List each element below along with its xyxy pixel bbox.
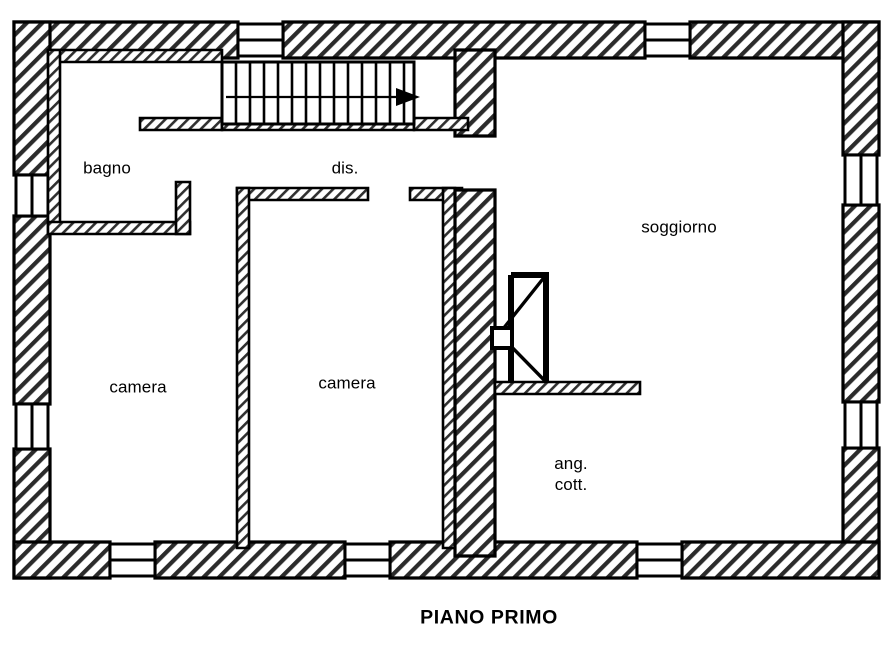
room-label-dis: dis. (331, 158, 359, 178)
window-top-left (236, 22, 285, 58)
staircase-direction-arrow (226, 88, 420, 106)
window-left-upper (14, 173, 50, 218)
window-bottom-1 (108, 542, 157, 578)
wall-central-spine (453, 188, 497, 558)
wall-left-middle (12, 214, 52, 406)
wall-camera2-right (441, 186, 457, 550)
wall-corridor-bottom-right (412, 116, 470, 132)
plan-title: PIANO PRIMO (420, 606, 558, 629)
wall-pier-upper (453, 48, 497, 138)
room-label-camera-2: camera (318, 373, 376, 393)
wall-bottom-3 (388, 540, 639, 580)
staircase (220, 60, 420, 126)
wall-stair-landing-stub (138, 116, 224, 132)
room-label-bagno: bagno (83, 158, 131, 178)
wall-camera2-left (235, 186, 251, 550)
wall-bottom-4 (680, 540, 881, 580)
staircase-outline (220, 60, 416, 126)
window-right-upper (843, 153, 879, 207)
wall-camera2-top-left (235, 186, 370, 202)
room-label-camera-1: camera (109, 377, 167, 397)
perimeter-walls (12, 20, 881, 580)
window-left-lower (14, 402, 50, 451)
wall-bagno-door-jamb (174, 180, 192, 236)
wall-bagno-left-stub (46, 48, 62, 234)
wall-right-middle (841, 203, 881, 404)
wall-right-upper (841, 20, 881, 157)
room-label-soggiorno: soggiorno (641, 217, 717, 237)
wall-left-upper (12, 20, 52, 177)
wall-bottom-1 (12, 540, 112, 580)
wall-kitchen-divider (493, 380, 642, 396)
interior-walls (46, 48, 642, 558)
staircase-treads (234, 62, 406, 124)
window-right-lower (843, 400, 879, 450)
room-label-ang-cott: ang. cott. (554, 453, 588, 494)
wall-bagno-bottom (46, 220, 192, 236)
window-top-right (643, 22, 692, 58)
fireplace-flue-square (490, 326, 514, 350)
window-bottom-2 (343, 542, 392, 578)
openings (14, 22, 879, 578)
fireplace (490, 272, 549, 384)
wall-bagno-top (46, 48, 224, 64)
window-bottom-3 (635, 542, 684, 578)
